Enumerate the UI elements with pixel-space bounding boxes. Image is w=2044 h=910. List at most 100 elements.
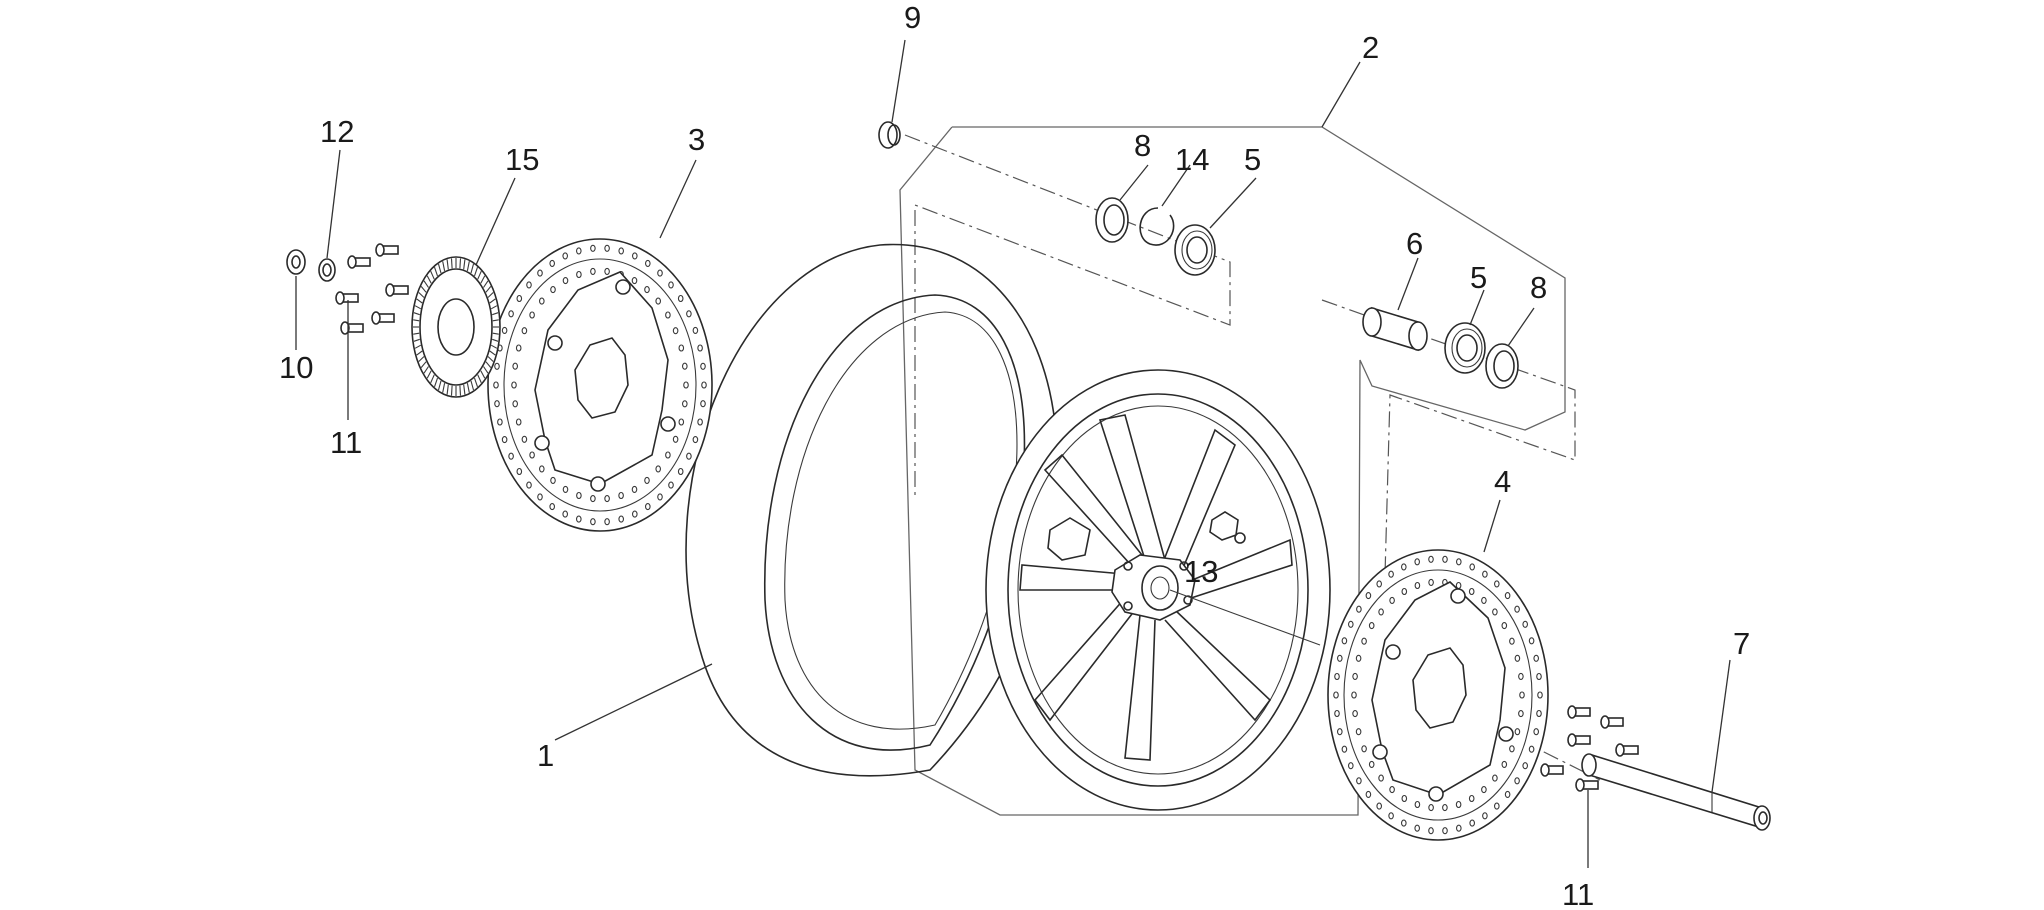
perforation-hole <box>1351 691 1357 699</box>
tone-wheel-tooth <box>433 377 439 387</box>
perforation-hole <box>508 310 514 318</box>
perforation-hole <box>526 481 532 489</box>
perforation-hole <box>1352 710 1358 718</box>
tone-wheel-tooth <box>423 366 429 374</box>
perforation-hole <box>1494 580 1500 588</box>
perforation-hole <box>1365 790 1372 798</box>
tone-wheel-tooth <box>466 261 470 272</box>
perforation-hole <box>618 247 625 255</box>
perforation-hole <box>1376 580 1382 588</box>
perforation-hole <box>1378 774 1384 782</box>
callout-2: 2 <box>1362 30 1379 65</box>
perforation-hole <box>515 418 522 426</box>
perforation-hole <box>550 476 556 484</box>
perforation-hole <box>1514 728 1521 736</box>
perforation-hole <box>590 495 596 503</box>
perforation-hole <box>677 294 684 303</box>
perforation-hole <box>511 381 517 389</box>
perforation-hole <box>1514 654 1521 662</box>
callout-4: 4 <box>1494 464 1511 499</box>
perforation-hole <box>562 252 569 260</box>
bearing-part-5-lower <box>1444 322 1486 374</box>
tone-wheel-tooth <box>470 380 475 391</box>
callout-5-upper: 5 <box>1244 142 1261 177</box>
perforation-hole <box>1337 728 1343 736</box>
tone-wheel-tooth <box>459 258 462 269</box>
perforation-hole <box>1401 563 1407 571</box>
perforation-hole <box>1388 812 1394 820</box>
perforation-hole <box>604 267 610 275</box>
tone-wheel-tooth <box>437 380 442 391</box>
perforation-hole <box>1482 812 1488 820</box>
washer-part-12 <box>318 258 336 282</box>
perforation-hole <box>529 311 535 319</box>
perforation-hole <box>701 381 707 389</box>
perforation-hole <box>501 326 508 334</box>
wheel-hub <box>1111 554 1196 621</box>
perforation-hole <box>1522 620 1528 628</box>
tone-wheel-tooth <box>423 280 429 288</box>
callout-12: 12 <box>320 114 354 149</box>
perforation-hole <box>604 244 610 252</box>
tone-wheel-tooth <box>490 344 498 349</box>
tone-wheel-tooth <box>489 350 496 356</box>
tone-wheel-tooth <box>446 259 449 270</box>
tone-wheel-tooth <box>477 374 482 384</box>
circlip-part-14 <box>1139 207 1175 246</box>
perforation-hole <box>512 362 519 370</box>
tone-wheel-tooth <box>450 258 453 269</box>
tone-wheel-tooth <box>485 361 492 368</box>
perforation-hole <box>686 310 692 318</box>
tone-wheel-tooth <box>416 298 423 304</box>
rim-spokes <box>1019 414 1293 761</box>
perforation-hole <box>1509 745 1515 753</box>
perforation-hole <box>550 286 556 294</box>
tone-wheel-tooth <box>430 270 435 280</box>
tone-wheel-tooth <box>483 366 489 374</box>
tone-wheel-tooth <box>418 292 425 298</box>
perforation-hole <box>1537 691 1543 699</box>
tone-wheel-tooth <box>487 356 494 362</box>
perforation-hole <box>678 418 685 426</box>
perforation-hole <box>692 326 699 334</box>
bolts-left-part-11 <box>335 243 409 335</box>
callout-1: 1 <box>537 738 554 773</box>
callout-5-lower: 5 <box>1470 260 1487 295</box>
perforation-hole <box>1428 578 1434 586</box>
perforation-hole <box>1337 654 1343 662</box>
tone-wheel-tooth <box>442 382 446 393</box>
perforation-hole <box>604 495 610 503</box>
rim-assembly-frame <box>899 126 1566 816</box>
perforation-hole <box>1504 790 1511 798</box>
perforation-hole <box>515 344 522 352</box>
perforation-hole <box>590 518 596 526</box>
perforation-hole <box>1414 558 1420 566</box>
perforation-hole <box>1414 581 1421 590</box>
callout-11-left: 11 <box>330 425 362 460</box>
perforation-hole <box>1528 637 1535 645</box>
perforation-hole <box>657 493 663 501</box>
tone-wheel-tooth <box>492 338 499 342</box>
perforation-hole <box>668 481 674 489</box>
perforation-hole <box>537 493 543 501</box>
perforation-hole <box>1494 802 1500 810</box>
perforation-hole <box>1442 804 1448 812</box>
perforation-hole <box>1492 608 1498 616</box>
tone-wheel-tooth <box>480 275 486 284</box>
perforation-hole <box>576 270 582 279</box>
callout-7: 7 <box>1733 626 1750 661</box>
perforation-hole <box>1368 622 1375 630</box>
perforation-hole <box>1428 804 1434 812</box>
tone-wheel-tooth <box>490 305 498 310</box>
perforation-hole <box>1401 794 1408 803</box>
perforation-hole <box>631 277 638 285</box>
tone-wheel-tooth <box>463 259 466 270</box>
perforation-hole <box>677 467 684 476</box>
perforation-hole <box>644 476 650 484</box>
valve-part-13 <box>1209 511 1246 544</box>
tone-wheel-tooth <box>420 286 427 293</box>
tone-wheel-tooth <box>437 263 442 274</box>
perforation-hole <box>1356 777 1362 785</box>
perforation-hole <box>692 436 699 444</box>
perforation-hole <box>575 515 582 523</box>
